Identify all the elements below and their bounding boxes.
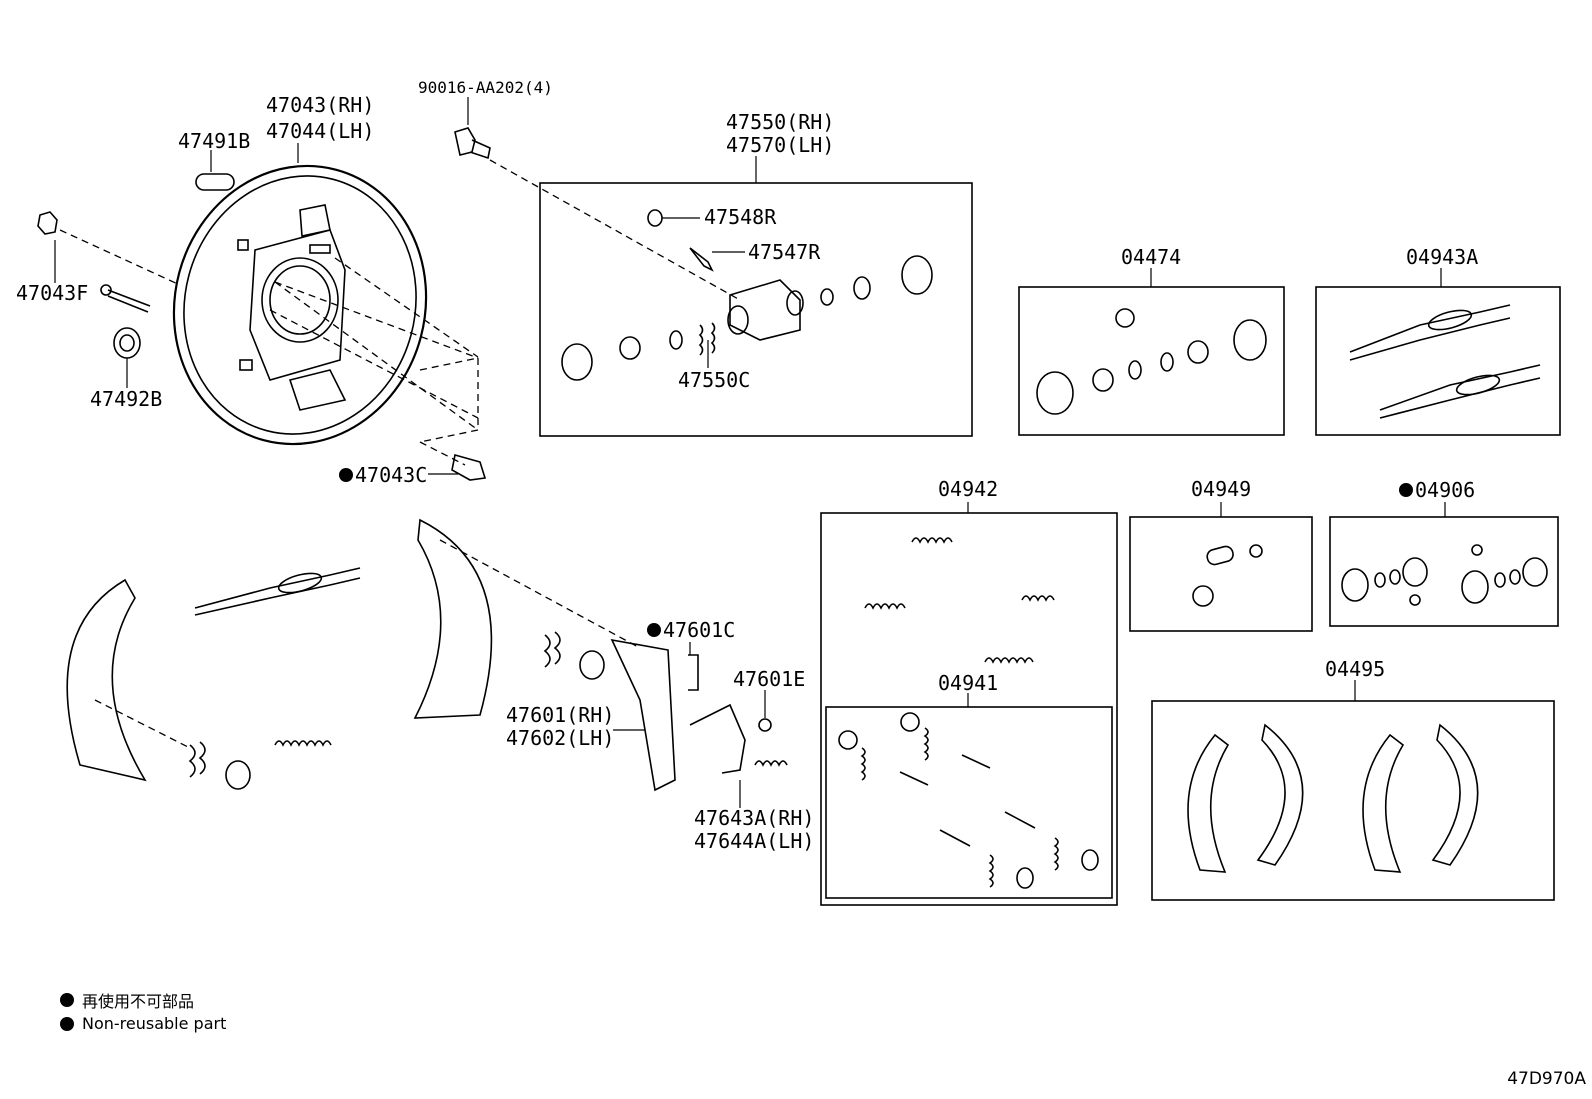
grommet-47492b-icon: [113, 327, 141, 359]
box-04943a: [1315, 286, 1561, 436]
label-47550c: 47550C: [678, 368, 750, 392]
label-04942: 04942: [938, 477, 998, 501]
figure-id: 47D970A: [1507, 1069, 1586, 1089]
label-47601c: 47601C: [663, 618, 735, 642]
label-47644a: 47644A(LH): [694, 829, 814, 853]
label-47601e: 47601E: [733, 667, 805, 691]
kit-04949-parts: [1192, 544, 1263, 607]
label-47043c: 47043C: [355, 463, 427, 487]
legend-en-text: Non-reusable part: [82, 1014, 227, 1033]
label-47491b: 47491B: [178, 129, 250, 153]
non-reusable-dot-icon: [60, 1016, 74, 1031]
bolt-47043c-icon: [451, 453, 487, 481]
label-04949: 04949: [1191, 477, 1251, 501]
backing-plate-illustration: [172, 164, 428, 446]
non-reusable-dot-icon: [60, 993, 74, 1007]
label-47043: 47043(RH): [266, 93, 374, 117]
label-47602: 47602(LH): [506, 726, 614, 750]
legend-en: Non-reusable part: [60, 1014, 226, 1033]
label-47044: 47044(LH): [266, 119, 374, 143]
box-04949: [1129, 516, 1313, 632]
adjuster-parts-04943a: [1349, 304, 1541, 419]
hold-down-parts-04941: [838, 712, 1099, 889]
label-47570: 47570(LH): [726, 133, 834, 157]
plug-47491b-icon: [195, 173, 235, 191]
bolt-90016-icon: [454, 127, 491, 160]
box-04941: [825, 706, 1113, 899]
label-47643a: 47643A(RH): [694, 806, 814, 830]
kit-04906-parts: [1341, 544, 1548, 606]
label-47550: 47550(RH): [726, 110, 834, 134]
springs-04942: [864, 537, 1055, 664]
label-90016: 90016-AA202(4): [418, 78, 553, 97]
wheel-cylinder-parts: [561, 209, 933, 381]
box-04942: [820, 512, 1118, 906]
label-04943a: 04943A: [1406, 245, 1478, 269]
legend-jp: 再使用不可部品: [60, 988, 194, 1012]
label-47492b: 47492B: [90, 387, 162, 411]
label-47043f: 47043F: [16, 281, 88, 305]
label-04906: 04906: [1415, 478, 1475, 502]
kit-04474-parts: [1036, 308, 1267, 415]
box-04906: [1329, 516, 1559, 627]
nut-47043f-icon: [37, 211, 151, 313]
shoe-assembly-illustration: [66, 518, 788, 792]
brake-shoes-04495: [1187, 723, 1479, 873]
label-04941: 04941: [938, 671, 998, 695]
label-47547r: 47547R: [748, 240, 821, 264]
label-47548r: 47548R: [704, 205, 777, 229]
label-04474: 04474: [1121, 245, 1181, 269]
legend-jp-text: 再使用不可部品: [82, 992, 195, 1011]
label-47601: 47601(RH): [506, 703, 614, 727]
label-04495: 04495: [1325, 657, 1385, 681]
box-04495: [1151, 700, 1555, 901]
